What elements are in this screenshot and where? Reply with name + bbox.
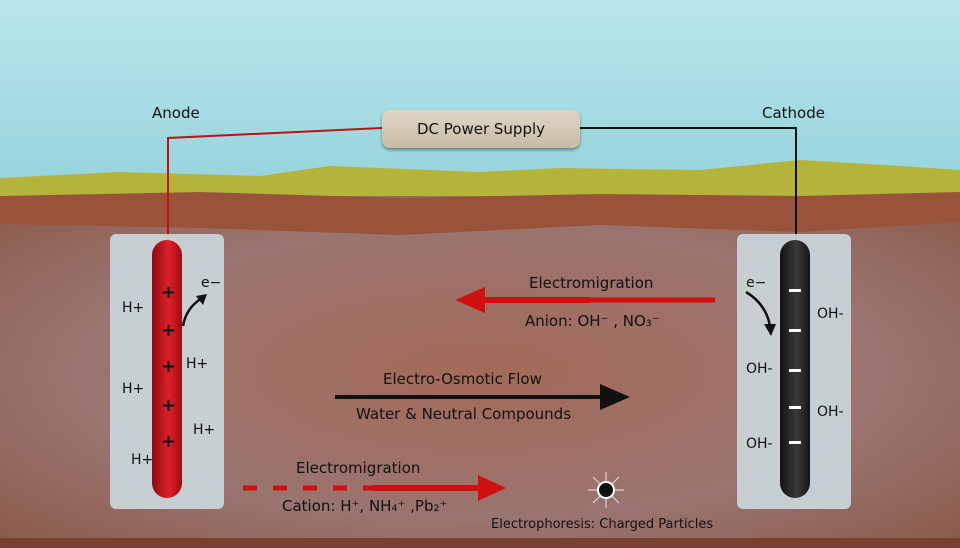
negative-sign (789, 441, 801, 444)
bottom-soil (0, 538, 960, 548)
hydrogen-ion: H+ (186, 356, 209, 372)
cation-subtitle: Cation: H⁺, NH₄⁺ ,Pb₂⁺ (282, 497, 448, 515)
negative-sign (789, 406, 801, 409)
negative-sign (789, 289, 801, 292)
eo-title: Electro-Osmotic Flow (383, 370, 542, 388)
negative-sign (789, 329, 801, 332)
anode-wire (167, 127, 383, 240)
topsoil-layer (0, 192, 960, 235)
hydrogen-ion: H+ (122, 300, 145, 316)
cation-title: Electromigration (296, 459, 421, 477)
hydrogen-ion: H+ (131, 452, 154, 468)
anode-rod (152, 240, 182, 498)
hydroxide-ion: OH- (817, 404, 844, 420)
cation-migration-arrow (243, 475, 506, 501)
hydroxide-ion: OH- (746, 436, 773, 452)
hydrogen-ion: H+ (122, 381, 145, 397)
dc-power-supply: DC Power Supply (382, 110, 580, 148)
negative-sign (789, 369, 801, 372)
positive-sign: + (161, 282, 177, 303)
electro-osmotic-arrow (335, 384, 630, 410)
power-supply-label: DC Power Supply (416, 120, 546, 138)
hydroxide-ion: OH- (817, 306, 844, 322)
positive-sign: + (161, 431, 177, 452)
electron-label: e− (746, 275, 767, 291)
anion-subtitle: Anion: OH⁻ , NO₃⁻ (525, 312, 660, 330)
electron-arrow-icon (181, 294, 207, 327)
charged-particle-icon (588, 472, 624, 508)
anode-label: Anode (152, 104, 200, 122)
cathode-label: Cathode (762, 104, 825, 122)
electrophoresis-label: Electrophoresis: Charged Particles (491, 517, 714, 532)
positive-sign: + (161, 320, 177, 341)
anion-title: Electromigration (529, 274, 654, 292)
anion-migration-arrow (455, 287, 715, 313)
positive-sign: + (161, 356, 177, 377)
cathode-wire (580, 127, 797, 240)
hydrogen-ion: H+ (193, 422, 216, 438)
eo-subtitle: Water & Neutral Compounds (356, 405, 572, 423)
hydroxide-ion: OH- (746, 361, 773, 377)
electron-label: e− (201, 275, 222, 291)
electron-arrow-icon (745, 290, 776, 336)
positive-sign: + (161, 395, 177, 416)
